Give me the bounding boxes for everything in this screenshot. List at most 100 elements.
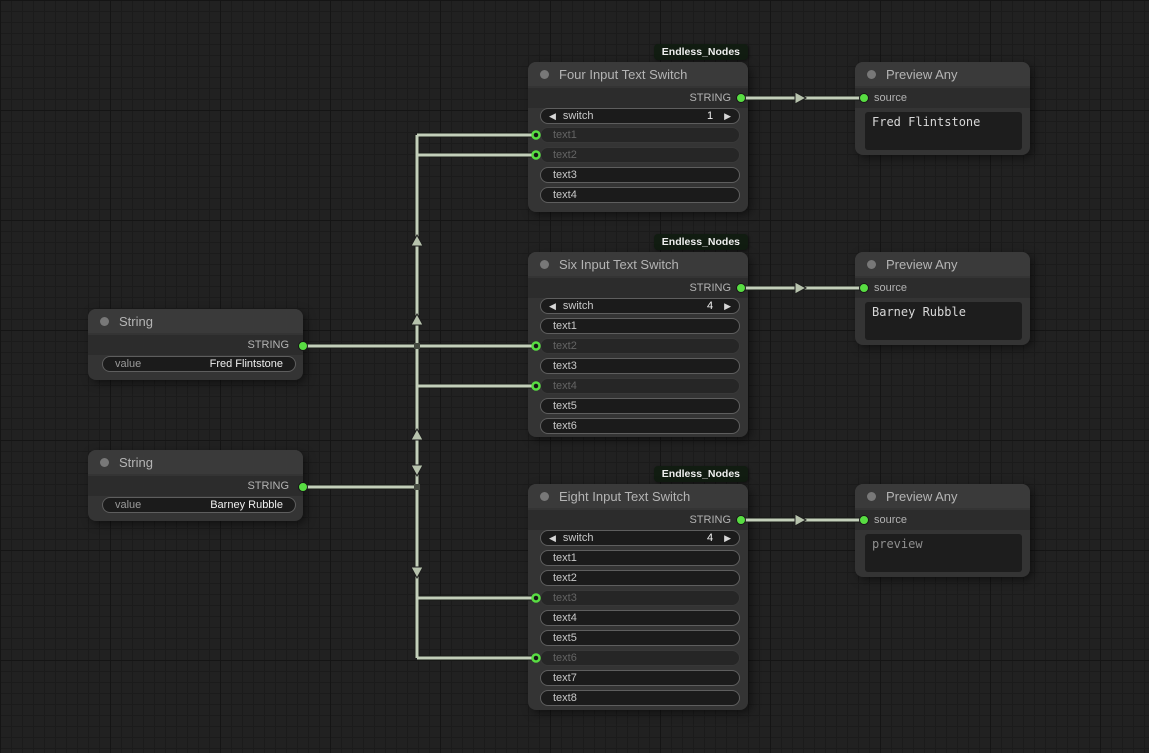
row-label: text1 (553, 552, 577, 564)
link-direction-arrow (794, 513, 808, 527)
output-label: STRING (247, 480, 289, 492)
preview-any-node-top[interactable]: Preview Any source Fred Flintstone (855, 62, 1030, 155)
text-input-row[interactable]: text2 (540, 338, 740, 354)
collapse-dot[interactable] (540, 69, 549, 79)
row-label: text1 (553, 129, 577, 141)
text-widget-row[interactable]: text4 (540, 187, 740, 203)
node-title: Preview Any (886, 488, 958, 504)
row-label: text5 (553, 632, 577, 644)
preview-any-node-bottom[interactable]: Preview Any source preview (855, 484, 1030, 577)
row-label: text5 (553, 400, 577, 412)
row-label: text1 (553, 320, 577, 332)
switch-widget[interactable]: ◀ switch 1 ▶ (540, 108, 740, 124)
row-label: text4 (553, 380, 577, 392)
switch-prev-arrow[interactable]: ◀ (549, 301, 556, 311)
text-widget-row[interactable]: text6 (540, 418, 740, 434)
collapse-dot[interactable] (540, 491, 549, 501)
output-slot-row: STRING (528, 510, 748, 530)
switch-next-arrow[interactable]: ▶ (724, 111, 731, 121)
link-junction (414, 343, 420, 349)
preview-textarea[interactable]: preview (865, 534, 1022, 572)
text-widget-row[interactable]: text5 (540, 398, 740, 414)
six-input-text-switch-node[interactable]: Six Input Text Switch STRING ◀ switch 4 … (528, 252, 748, 437)
widget-value: Fred Flintstone (209, 358, 283, 370)
text-widget-row[interactable]: text2 (540, 570, 740, 586)
output-slot-row: STRING (88, 335, 303, 355)
link-direction-arrow (410, 427, 424, 441)
switch-value: 4 (706, 300, 714, 312)
row-label: text4 (553, 189, 577, 201)
preview-textarea[interactable]: Fred Flintstone (865, 112, 1022, 150)
endless-nodes-badge: Endless_Nodes (653, 44, 748, 60)
switch-value: 4 (706, 532, 714, 544)
text-widget-row[interactable]: text7 (540, 670, 740, 686)
preview-any-node-middle[interactable]: Preview Any source Barney Rubble (855, 252, 1030, 345)
endless-nodes-badge: Endless_Nodes (653, 466, 748, 482)
text-input-row[interactable]: text1 (540, 127, 740, 143)
text-input-row[interactable]: text3 (540, 590, 740, 606)
output-label: STRING (689, 92, 731, 104)
node-title-bar[interactable]: Preview Any (855, 252, 1030, 276)
node-title: String (119, 313, 153, 329)
input-slot-row: source (855, 278, 1030, 298)
input-slot-row: source (855, 510, 1030, 530)
node-title-bar[interactable]: Six Input Text Switch (528, 252, 748, 276)
node-title-bar[interactable]: String (88, 309, 303, 333)
input-slot-row: source (855, 88, 1030, 108)
node-title: String (119, 454, 153, 470)
text-widget-row[interactable]: text1 (540, 318, 740, 334)
link-direction-arrow (410, 566, 424, 580)
node-title-bar[interactable]: Preview Any (855, 484, 1030, 508)
output-slot-row: STRING (528, 278, 748, 298)
link-junction (414, 484, 420, 490)
text-widget-row[interactable]: text1 (540, 550, 740, 566)
four-input-text-switch-node[interactable]: Four Input Text Switch STRING ◀ switch 1… (528, 62, 748, 212)
output-slot-row: STRING (88, 476, 303, 496)
switch-label: switch (562, 532, 594, 544)
input-label: source (874, 514, 908, 526)
switch-next-arrow[interactable]: ▶ (724, 533, 731, 543)
node-title-bar[interactable]: Preview Any (855, 62, 1030, 86)
widget-label: value (115, 358, 142, 370)
node-title-bar[interactable]: Four Input Text Switch (528, 62, 748, 86)
node-title: Preview Any (886, 66, 958, 82)
output-label: STRING (247, 339, 289, 351)
string-node-barney[interactable]: String STRING value Barney Rubble (88, 450, 303, 521)
collapse-dot[interactable] (867, 69, 876, 79)
node-title-bar[interactable]: String (88, 450, 303, 474)
switch-label: switch (562, 110, 594, 122)
string-node-fred[interactable]: String STRING value Fred Flintstone (88, 309, 303, 380)
value-widget[interactable]: value Barney Rubble (102, 497, 296, 513)
collapse-dot[interactable] (867, 491, 876, 501)
switch-widget[interactable]: ◀ switch 4 ▶ (540, 298, 740, 314)
text-input-row[interactable]: text2 (540, 147, 740, 163)
text-input-row[interactable]: text6 (540, 650, 740, 666)
row-label: text3 (553, 592, 577, 604)
collapse-dot[interactable] (100, 457, 109, 467)
row-label: text2 (553, 340, 577, 352)
preview-textarea[interactable]: Barney Rubble (865, 302, 1022, 340)
text-widget-row[interactable]: text3 (540, 358, 740, 374)
node-title-bar[interactable]: Eight Input Text Switch (528, 484, 748, 508)
switch-prev-arrow[interactable]: ◀ (549, 533, 556, 543)
switch-prev-arrow[interactable]: ◀ (549, 111, 556, 121)
eight-input-text-switch-node[interactable]: Eight Input Text Switch STRING ◀ switch … (528, 484, 748, 710)
collapse-dot[interactable] (540, 259, 549, 269)
input-label: source (874, 282, 908, 294)
row-label: text8 (553, 692, 577, 704)
widget-label: value (115, 499, 142, 511)
switch-label: switch (562, 300, 594, 312)
collapse-dot[interactable] (100, 316, 109, 326)
switch-next-arrow[interactable]: ▶ (724, 301, 731, 311)
collapse-dot[interactable] (867, 259, 876, 269)
row-label: text3 (553, 169, 577, 181)
switch-widget[interactable]: ◀ switch 4 ▶ (540, 530, 740, 546)
value-widget[interactable]: value Fred Flintstone (102, 356, 296, 372)
text-widget-row[interactable]: text5 (540, 630, 740, 646)
text-input-row[interactable]: text4 (540, 378, 740, 394)
text-widget-row[interactable]: text4 (540, 610, 740, 626)
text-widget-row[interactable]: text8 (540, 690, 740, 706)
text-widget-row[interactable]: text3 (540, 167, 740, 183)
output-slot-row: STRING (528, 88, 748, 108)
